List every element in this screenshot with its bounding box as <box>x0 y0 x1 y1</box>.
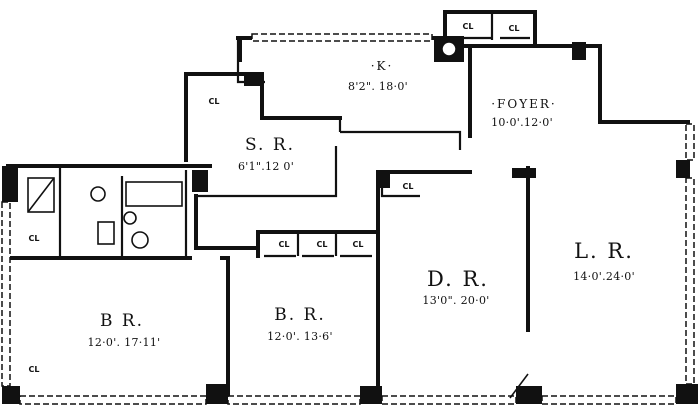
window <box>685 177 695 385</box>
toilet-tank <box>97 221 115 245</box>
service-room-dims: 6'1".12 0' <box>238 160 294 173</box>
doors <box>509 373 529 399</box>
bedroom-left-dims: 12·0'. 17·11' <box>88 336 161 349</box>
bathtub <box>125 181 183 207</box>
closet-label: CL <box>209 97 220 106</box>
window <box>19 395 207 405</box>
closet-label: CL <box>29 234 40 243</box>
dining-room-dims: 13'0". 20·0' <box>422 294 489 307</box>
sink <box>90 186 106 202</box>
pier <box>676 384 698 404</box>
hall-cl-dividers <box>296 232 338 256</box>
pier <box>572 42 586 60</box>
room-living: L. R. 14·0'.24·0' <box>573 239 635 283</box>
living-room-right-wall <box>570 44 690 402</box>
shower-diagonal <box>27 177 55 213</box>
bedroom-left-name: B R. <box>100 311 144 331</box>
pier <box>378 172 390 188</box>
piers <box>2 36 698 404</box>
kitchen-bottom-left <box>260 80 342 120</box>
basin <box>123 211 137 225</box>
shower-stall <box>27 177 55 213</box>
living-room-name: L. R. <box>574 239 634 263</box>
pier <box>192 170 208 192</box>
pier <box>244 74 264 86</box>
pier <box>516 386 542 404</box>
window <box>227 395 361 405</box>
closet-label: CL <box>29 365 40 374</box>
service-right-wall <box>196 146 338 198</box>
room-foyer: ·FOYER· 10·0'.12·0' <box>491 97 557 129</box>
foyer-dims: 10·0'.12·0' <box>491 116 553 129</box>
room-dining: D. R. 13'0". 20·0' <box>422 267 489 307</box>
chimney-flue <box>441 41 457 57</box>
window <box>251 33 433 42</box>
window <box>685 123 695 161</box>
closet-label: CL <box>403 182 414 191</box>
kitchen-bottom-right <box>340 130 462 150</box>
foyer-name: ·FOYER· <box>491 97 557 111</box>
bedroom-center-dims: 12·0'. 13·6' <box>267 330 333 343</box>
room-kitchen: ·K· 8'2". 18·0' <box>348 59 408 93</box>
window <box>1 201 11 387</box>
closet-label: CL <box>317 240 328 249</box>
room-bedroom-center: B. R. 12·0'. 13·6' <box>267 305 333 343</box>
window <box>381 395 517 405</box>
room-service: S. R. 6'1".12 0' <box>238 135 295 173</box>
dining-room-name: D. R. <box>427 267 489 291</box>
toilet <box>131 231 149 249</box>
closet-labels: CL CL CL CL CL CL CL CL CL <box>29 22 520 374</box>
living-room-dims: 14·0'.24·0' <box>573 270 635 283</box>
window <box>541 395 677 405</box>
bedrooms-divider <box>220 256 230 402</box>
pier <box>206 384 228 404</box>
pier <box>512 168 536 178</box>
windows <box>1 33 695 405</box>
pier <box>2 386 20 404</box>
hall-left-wall <box>194 194 260 250</box>
door <box>509 373 529 399</box>
kitchen-closet-wall <box>443 10 537 46</box>
room-bedroom-left: B R. 12·0'. 17·11' <box>88 311 161 349</box>
pier <box>360 386 382 404</box>
closet-label: CL <box>463 22 474 31</box>
closet-label: CL <box>509 24 520 33</box>
closet-label: CL <box>279 240 290 249</box>
pier <box>2 166 18 202</box>
closet-label: CL <box>353 240 364 249</box>
kitchen-name: ·K· <box>371 59 394 73</box>
bedroom-center-name: B. R. <box>274 305 326 325</box>
pier <box>676 160 690 178</box>
kitchen-dims: 8'2". 18·0' <box>348 80 408 93</box>
bath-fixtures <box>27 177 183 249</box>
service-room-name: S. R. <box>245 135 295 155</box>
